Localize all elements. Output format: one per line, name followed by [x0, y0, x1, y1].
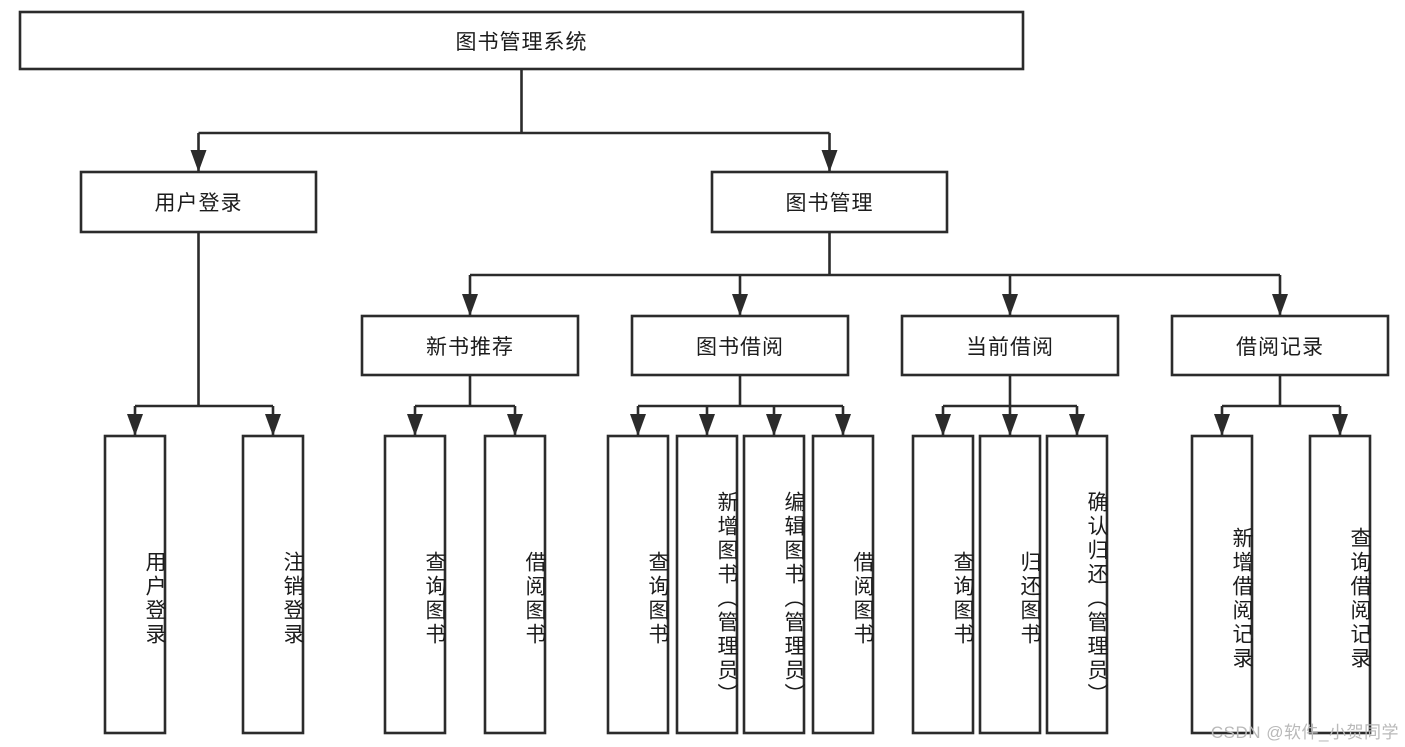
- node-box-book-borrow[interactable]: [630, 314, 850, 377]
- node-box-leaf-query-book-cb[interactable]: [911, 434, 975, 735]
- connector-arrow-icon: [821, 150, 838, 172]
- connector-arrow-icon: [462, 294, 478, 316]
- node-box-leaf-confirm-return[interactable]: [1045, 434, 1109, 735]
- node-box-leaf-add-record[interactable]: [1190, 434, 1254, 735]
- connector-arrow-icon: [407, 414, 423, 436]
- node-box-leaf-logout[interactable]: [241, 434, 305, 735]
- connector-arrow-icon: [190, 150, 207, 172]
- connector-arrow-icon: [1069, 414, 1085, 436]
- connector-arrow-icon: [127, 414, 143, 436]
- node-box-leaf-edit-book[interactable]: [742, 434, 806, 735]
- connector-arrow-icon: [1002, 414, 1018, 436]
- node-box-leaf-borrow-book-rec[interactable]: [483, 434, 547, 735]
- node-box-leaf-add-book[interactable]: [675, 434, 739, 735]
- node-box-leaf-query-record[interactable]: [1308, 434, 1372, 735]
- connector-arrow-icon: [935, 414, 951, 436]
- node-box-root[interactable]: [18, 10, 1025, 71]
- connector-arrow-icon: [835, 414, 851, 436]
- connector-arrow-icon: [507, 414, 523, 436]
- connector-arrow-icon: [1332, 414, 1348, 436]
- node-box-leaf-return-book[interactable]: [978, 434, 1042, 735]
- node-box-book-manage[interactable]: [710, 170, 949, 234]
- node-box-leaf-user-login[interactable]: [103, 434, 167, 735]
- node-box-leaf-query-book-bb[interactable]: [606, 434, 670, 735]
- connector-arrow-icon: [630, 414, 646, 436]
- node-box-new-book-rec[interactable]: [360, 314, 580, 377]
- connector-arrow-icon: [1002, 294, 1018, 316]
- connector-arrow-icon: [732, 294, 748, 316]
- connector-arrow-icon: [699, 414, 715, 436]
- node-box-borrow-record[interactable]: [1170, 314, 1390, 377]
- connector-arrow-icon: [1214, 414, 1230, 436]
- node-box-current-borrow[interactable]: [900, 314, 1120, 377]
- connector-arrow-icon: [265, 414, 281, 436]
- connector-arrow-icon: [766, 414, 782, 436]
- node-box-user-login[interactable]: [79, 170, 318, 234]
- node-box-leaf-query-book-rec[interactable]: [383, 434, 447, 735]
- box-layer: [18, 10, 1390, 735]
- connector-layer: [127, 69, 1348, 436]
- node-box-leaf-borrow-book-bb[interactable]: [811, 434, 875, 735]
- connector-arrow-icon: [1272, 294, 1288, 316]
